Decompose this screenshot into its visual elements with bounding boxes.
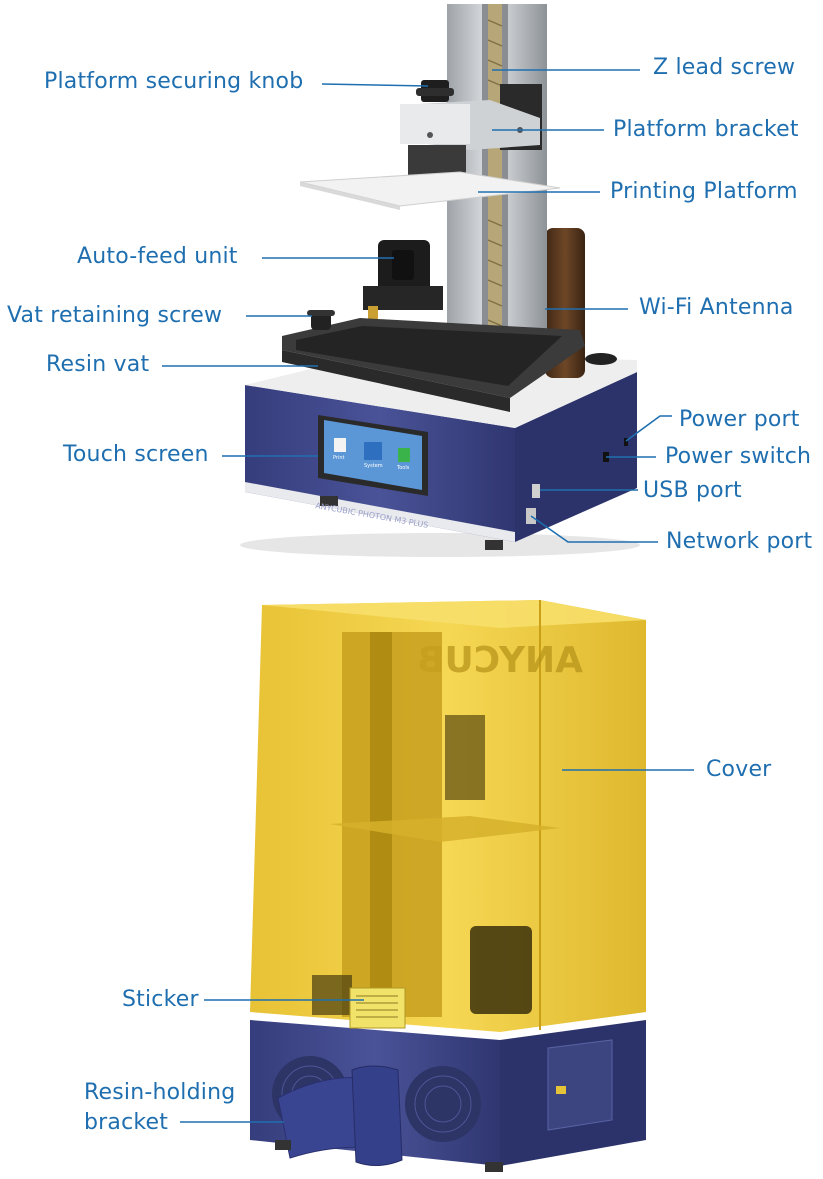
label-resin-vat: Resin vat [46,352,150,377]
sticker-text-lines [356,995,398,1018]
label-z-lead-screw: Z lead screw [653,55,796,80]
label-cover: Cover [706,757,772,782]
base-trim [245,482,515,542]
screen-button-tools: Tools [396,465,410,471]
label-sticker: Sticker [122,987,199,1012]
deck-hole [585,353,617,365]
leader-network-port [530,515,658,543]
leader-lines [162,69,694,1123]
usb-port-hole [532,484,540,498]
power-port-hole [624,438,628,446]
printing-platform-edge [300,182,400,210]
label-power-switch: Power switch [665,444,812,469]
cover-brand-text: ANYCUB [417,640,583,681]
inner-auto-feed [470,926,532,1014]
printer-bottom: ANYCUB [250,600,646,1172]
bracket-screw [427,132,433,138]
rating-label [547,1039,613,1131]
label-auto-feed-unit: Auto-feed unit [77,244,238,269]
label-platform-securing-knob: Platform securing knob [44,69,304,94]
foot [485,1162,503,1172]
label-vat-retaining-screw: Vat retaining screw [7,303,223,328]
fan-vent [405,1066,481,1142]
label-network-port: Network port [666,529,813,554]
platform-bracket-face [400,104,470,144]
foot [275,1140,291,1150]
auto-feed-motor [392,250,414,280]
vat-screw-head [307,310,335,316]
screen-button-system: System [364,463,383,469]
sticker [349,987,406,1029]
foot [320,496,338,506]
label-resin-holding-bracket: Resin-holding bracket [84,1080,236,1135]
screen-icon-system [364,442,382,460]
inner-platform [330,816,560,842]
lead-screw-thread [487,19,503,327]
resin-vat-front [282,350,510,412]
vat-screw [311,312,331,330]
resin-vat-tray [296,326,562,386]
leader-power-port [625,415,672,442]
resin-holding-bracket-plate [351,1065,403,1166]
lead-screw-shaft [488,4,502,349]
screen-icon-tools [398,448,410,462]
label-wifi-antenna: Wi-Fi Antenna [639,295,794,320]
inner-bracket [445,715,485,800]
screen-icon-print [334,438,346,452]
auto-feed-probe [368,306,378,328]
warning-symbol [556,1086,566,1094]
screen-button-print: Print [333,455,345,461]
cover-top [262,600,646,628]
inner-vat-screw [312,975,352,1015]
foot [485,540,503,550]
label-usb-port: USB port [643,478,742,503]
label-touch-screen: Touch screen [63,442,209,467]
label-power-port: Power port [679,407,800,432]
label-printing-platform: Printing Platform [610,179,798,204]
label-platform-bracket: Platform bracket [613,117,799,142]
floor-shadow [240,533,640,557]
platform-knob-grip [416,88,454,96]
base-side-face [515,372,637,542]
leader-platform-securing-knob [321,83,429,87]
